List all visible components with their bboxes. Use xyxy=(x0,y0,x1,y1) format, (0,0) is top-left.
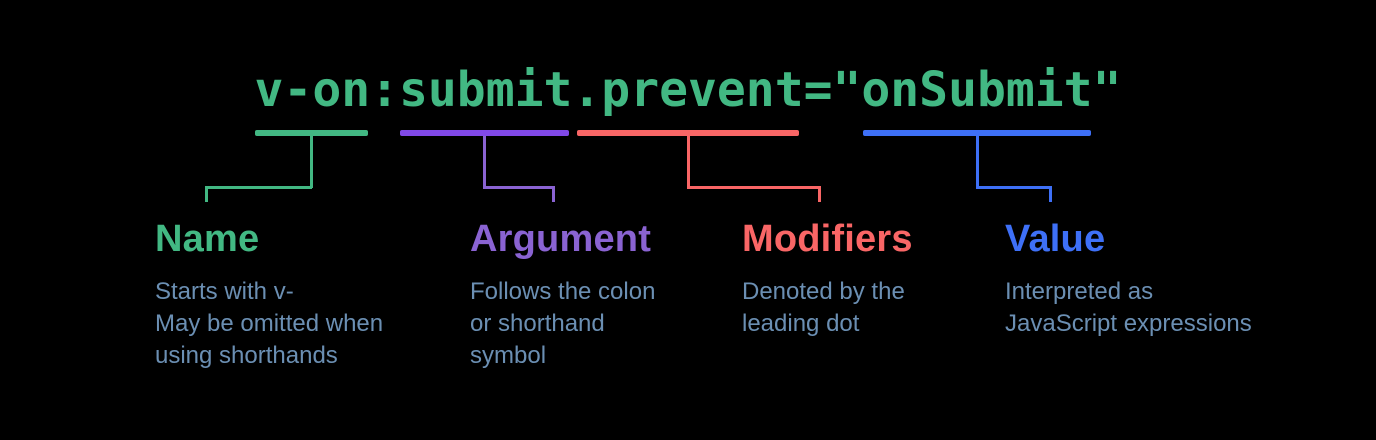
value-connector-drop xyxy=(1049,186,1052,202)
code-snippet: v-on:submit.prevent="onSubmit" xyxy=(254,62,1122,118)
name-connector-drop xyxy=(205,186,208,202)
argument-underline xyxy=(400,130,569,136)
argument-connector-drop xyxy=(552,186,555,202)
argument-connector-stem xyxy=(483,136,486,188)
value-underline xyxy=(863,130,1091,136)
argument-label: Argument xyxy=(470,218,652,260)
name-label: Name xyxy=(155,218,260,260)
argument-description: Follows the colon or shorthand symbol xyxy=(470,278,656,369)
value-description: Interpreted as JavaScript expressions xyxy=(1005,278,1252,337)
modifiers-description: Denoted by the leading dot xyxy=(742,278,905,337)
modifiers-label: Modifiers xyxy=(742,218,913,260)
name-connector-arm xyxy=(205,186,312,189)
value-connector-stem xyxy=(976,136,979,188)
modifiers-connector-arm xyxy=(687,186,820,189)
name-connector-stem xyxy=(310,136,313,188)
name-underline xyxy=(255,130,368,136)
argument-connector-arm xyxy=(483,186,554,189)
value-connector-arm xyxy=(976,186,1051,189)
name-description: Starts with v- May be omitted when using… xyxy=(155,278,384,369)
modifiers-connector-drop xyxy=(818,186,821,202)
modifiers-underline xyxy=(577,130,799,136)
value-label: Value xyxy=(1005,218,1106,260)
modifiers-connector-stem xyxy=(687,136,690,188)
